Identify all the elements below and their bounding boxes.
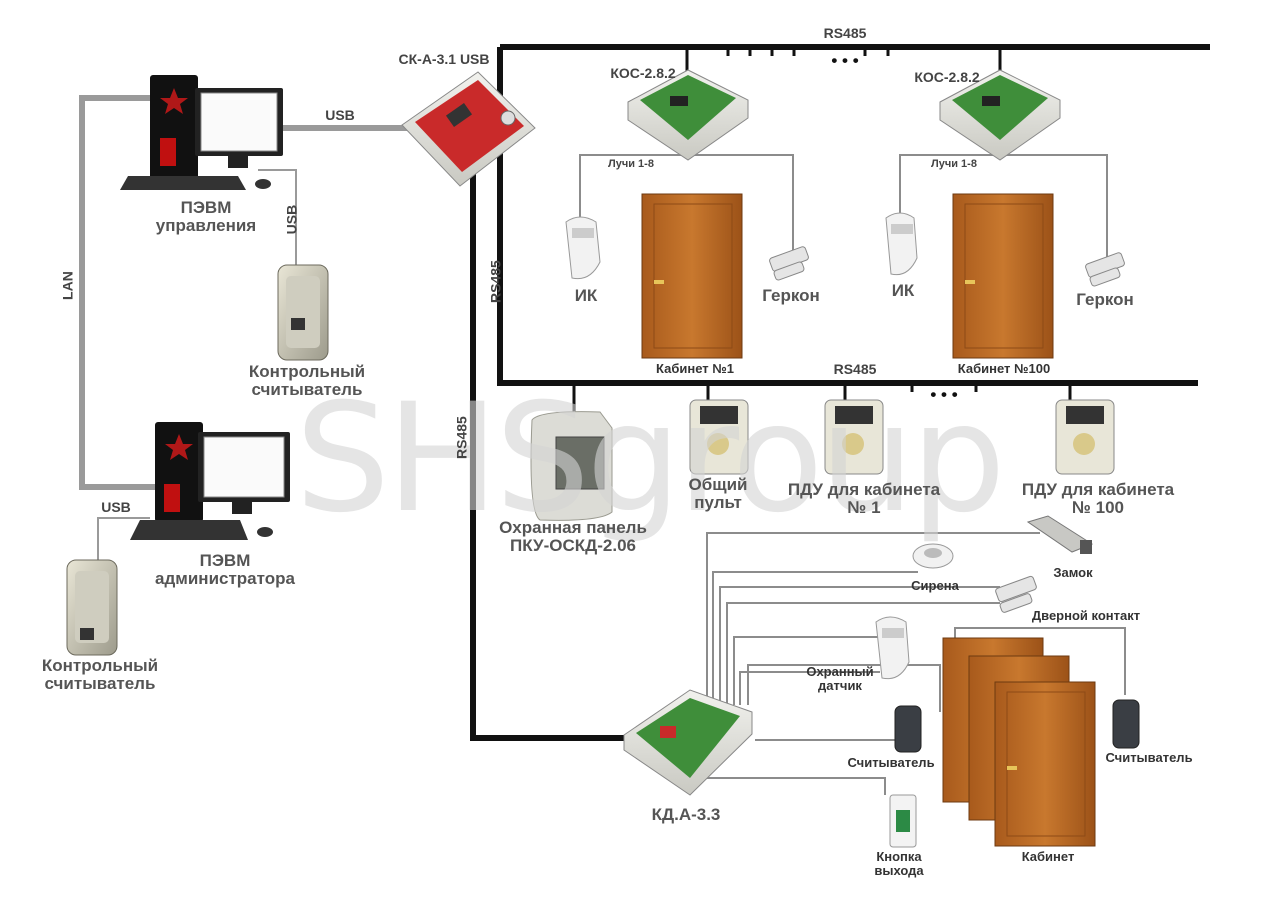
pdu-1-graphic [824, 399, 884, 475]
common-console-label: Общий пульт [688, 475, 748, 513]
kda-controller-graphic [623, 689, 753, 796]
reader-in-label: Считыватель [847, 755, 935, 770]
reader-bottom-graphic [66, 559, 118, 656]
gerkon-left-graphic [769, 246, 809, 281]
ska-label: СК-А-3.1 USB [398, 51, 490, 67]
doors-cabinet-stack-graphic [942, 637, 1096, 847]
door-cabinet-100-graphic [952, 193, 1054, 359]
ik-right-graphic [885, 212, 918, 276]
ska-controller-graphic [401, 71, 536, 187]
usb-cable-reader-bottom [97, 517, 150, 565]
door-cabinet-1-graphic [641, 193, 743, 359]
thin-usb-wires [97, 169, 297, 565]
rays-left-label: Лучи 1-8 [608, 158, 654, 170]
reader-out-graphic [1112, 699, 1140, 749]
reader-top-label: Контрольный считыватель [248, 362, 366, 400]
siren-graphic [912, 543, 954, 569]
reader-top-graphic [277, 264, 329, 361]
bus-taps [572, 47, 1072, 413]
admin-pc-graphic [130, 422, 290, 540]
exit-button-label: Кнопка выхода [874, 849, 924, 879]
cabinet-100-label: Кабинет №100 [957, 361, 1051, 376]
kos-right-label: КОС-2.8.2 [914, 69, 980, 85]
kos-right-graphic [939, 69, 1061, 161]
security-sensor-graphic [875, 616, 910, 680]
gerkon-right-graphic [1085, 252, 1125, 287]
rs485-left-bus [470, 170, 628, 741]
bus-dots-top: • • • [831, 51, 859, 70]
usb-label-bottom: USB [101, 499, 131, 515]
lock-label: Замок [1053, 565, 1093, 580]
pdu-100-graphic [1055, 399, 1115, 475]
rs485-buses [470, 44, 1210, 741]
pdu-1-label: ПДУ для кабинета № 1 [787, 480, 941, 518]
cabinet-label: Кабинет [1021, 849, 1075, 864]
ik-right-label: ИК [891, 281, 915, 300]
lock-graphic [1026, 515, 1094, 554]
lan-usb-wires [79, 95, 410, 490]
lan-label: LAN [59, 271, 76, 300]
exit-button-graphic [889, 794, 917, 848]
kda-wires [700, 532, 1126, 795]
door-contact-graphic [995, 575, 1037, 613]
rs485-label-top: RS485 [823, 25, 867, 41]
ik-left-graphic [565, 216, 601, 280]
rs485-mid-bus [497, 47, 1198, 386]
reader-bottom-label: Контрольный считыватель [41, 656, 159, 694]
rs485-label-vertical-b: RS485 [453, 416, 470, 459]
rs485-label-vertical-a: RS485 [487, 260, 504, 303]
reader-in-graphic [894, 705, 922, 753]
usb-label-vertical: USB [283, 204, 300, 235]
bus-dots-mid: • • • [930, 385, 958, 404]
admin-pc-label: ПЭВМ администратора [155, 551, 295, 589]
ik-left-label: ИК [574, 286, 598, 305]
lan-cable [79, 95, 155, 490]
rs485-label-mid: RS485 [833, 361, 877, 377]
security-panel-label: Охранная панель ПКУ-ОСКД-2.06 [499, 518, 647, 556]
control-pc-label: ПЭВМ управления [155, 198, 257, 236]
usb-label-top: USB [325, 107, 355, 123]
gerkon-left-label: Геркон [762, 286, 820, 305]
security-sensor-label: Охранный датчик [806, 664, 874, 694]
rays-right-label: Лучи 1-8 [931, 158, 977, 170]
reader-out-label: Считыватель [1105, 750, 1193, 765]
pdu-100-label: ПДУ для кабинета № 100 [1021, 480, 1175, 518]
siren-label: Сирена [911, 578, 959, 593]
kos-left-graphic [627, 69, 749, 161]
security-panel-graphic [530, 411, 613, 521]
common-console-graphic [689, 399, 749, 475]
usb-cable-reader-top [258, 169, 297, 268]
control-pc-graphic [120, 75, 283, 190]
gerkon-right-label: Геркон [1076, 290, 1134, 309]
kda-label: КД.А-3.3 [651, 805, 721, 824]
kos-left-label: КОС-2.8.2 [610, 65, 676, 81]
door-contact-label: Дверной контакт [1031, 608, 1141, 623]
cabinet-1-label: Кабинет №1 [656, 361, 734, 376]
